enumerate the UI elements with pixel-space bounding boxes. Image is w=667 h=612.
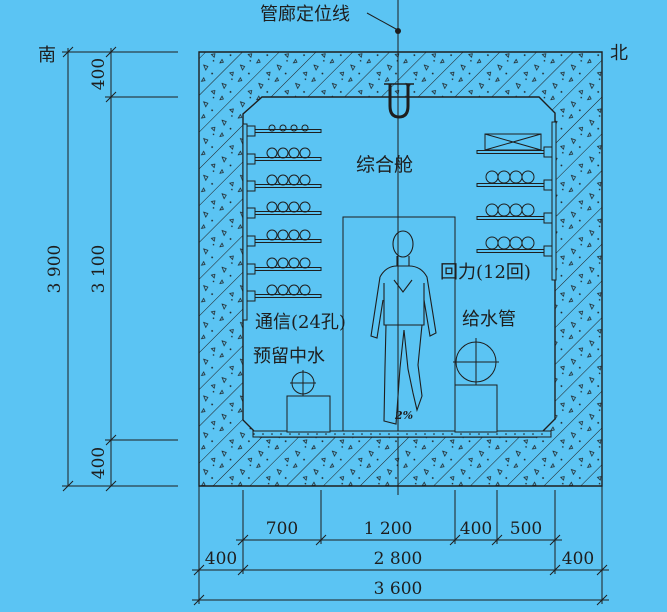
cable-circle [268,124,276,132]
rack-bracket [246,180,256,192]
dim-left-bot: 400 [89,447,109,479]
compartment-label: 综合舱 [356,154,413,176]
south-label: 南 [38,45,56,66]
dim-row2-3: 400 [562,549,594,569]
cable-circle [509,203,523,217]
cable-circle [299,284,311,296]
cable-circle [277,147,289,159]
dim-row1-1: 700 [266,519,298,539]
locator-label: 管廊定位线 [260,4,350,25]
cable-circle [277,229,289,241]
cable-circle [288,229,300,241]
north-label: 北 [610,43,628,64]
power-label: 回力(12回) [440,262,531,283]
cable-circle [266,174,278,186]
rack-bracket [543,179,553,191]
cable-circle [521,170,535,184]
cable-circle [288,147,300,159]
cable-circle [299,257,311,269]
rack-bracket [246,290,256,302]
cable-circle [497,236,511,250]
power-cable-rack [476,121,557,281]
cable-circle [277,174,289,186]
cable-circle [277,257,289,269]
rack-arm [254,129,322,133]
cable-circle [290,124,298,132]
bottom-dimensions [192,486,609,606]
rack-arm [254,294,322,298]
rack-bracket [246,263,256,275]
cable-circle [288,201,300,213]
locator-leader [366,12,397,30]
dim-row2-2: 2 800 [374,549,423,569]
cable-circle [299,229,311,241]
cable-circle [301,124,309,132]
telecom-label: 通信(24孔) [255,312,346,333]
power-box-cross-2 [484,133,542,151]
cable-circle [288,284,300,296]
reclaimed-water-pipe [286,370,331,433]
cable-circle [299,174,311,186]
cable-circle [277,201,289,213]
rack-arm [476,150,545,154]
dim-row1-2: 1 200 [364,519,413,539]
rack-arm [254,239,322,243]
rack-arm [254,267,322,271]
cable-circle [509,170,523,184]
cable-circle [509,236,523,250]
cable-circle [266,229,278,241]
reclaimed-water-label: 预留中水 [253,346,325,367]
slope-label: 2% [394,409,413,422]
cable-circle [485,236,499,250]
cable-circle [497,170,511,184]
cable-circle [279,124,287,132]
clearance-frame [342,216,456,438]
dim-left-top: 400 [89,58,109,90]
left-dimensions [62,46,178,492]
cable-circle [299,147,311,159]
dim-row1-3: 400 [460,519,492,539]
dim-left-mid: 3 100 [89,245,109,294]
cable-circle [497,203,511,217]
dim-row1-4: 500 [510,519,542,539]
locator-dot [395,28,401,34]
dim-row3: 3 600 [374,579,423,599]
rack-bracket [246,125,256,137]
rack-arm [476,216,545,220]
cable-circle [277,284,289,296]
telecom-cable-rack [242,123,322,321]
rack-bracket [543,212,553,224]
rack-bracket [543,146,553,158]
dim-left-total: 3 900 [45,245,65,294]
cable-circle [266,257,278,269]
rack-bracket [246,207,256,219]
cable-circle [266,201,278,213]
floor-strip [252,430,552,438]
cable-circle [521,203,535,217]
water-supply-label: 给水管 [462,309,516,330]
cable-circle [485,170,499,184]
rack-arm [254,157,322,161]
rack-arm [254,211,322,215]
rack-arm [476,249,545,253]
rack-arm [476,183,545,187]
rack-bracket [543,245,553,257]
person-figure-icon [370,230,437,425]
u-hanger-icon [388,84,410,119]
cable-circle [266,147,278,159]
rack-arm [254,184,322,188]
rack-bracket [246,235,256,247]
cable-circle [521,236,535,250]
dim-row2-1: 400 [205,549,237,569]
cable-circle [288,257,300,269]
cable-circle [266,284,278,296]
cable-circle [485,203,499,217]
water-supply-pipe [453,338,499,433]
rack-bracket [246,153,256,165]
cable-circle [288,174,300,186]
cable-circle [299,201,311,213]
